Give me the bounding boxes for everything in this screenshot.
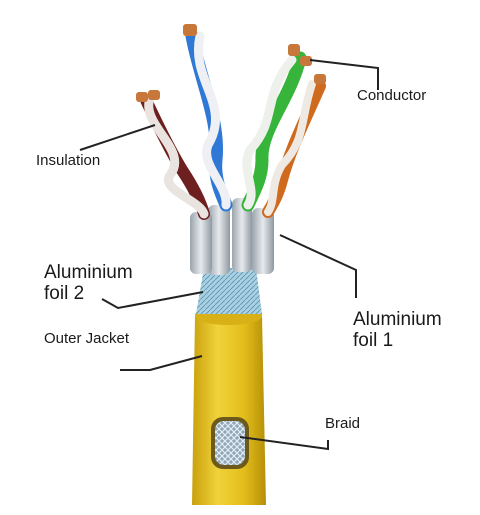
- leader-lines: [79, 59, 379, 451]
- leader-insulation: [79, 124, 156, 151]
- label-aluminium-foil-2: Aluminium foil 2: [44, 262, 133, 305]
- foil-bundle-shape: [190, 198, 274, 314]
- leader-aluminium-foil-2: [101, 291, 204, 310]
- label-aluminium-foil-1: Aluminium foil 1: [353, 309, 442, 352]
- label-outer-jacket: Outer Jacket: [44, 330, 130, 347]
- label-conductor: Conductor: [357, 87, 427, 104]
- leader-conductor: [309, 59, 379, 90]
- leader-braid: [239, 436, 329, 451]
- outer-jacket-shape: [192, 304, 266, 505]
- label-braid: Braid: [325, 415, 361, 432]
- leader-aluminium-foil-1: [279, 234, 357, 298]
- leader-outer-jacket: [120, 355, 203, 371]
- twisted-pairs: [136, 24, 326, 220]
- braid-window-shape: [211, 417, 249, 469]
- label-insulation: Insulation: [36, 152, 101, 169]
